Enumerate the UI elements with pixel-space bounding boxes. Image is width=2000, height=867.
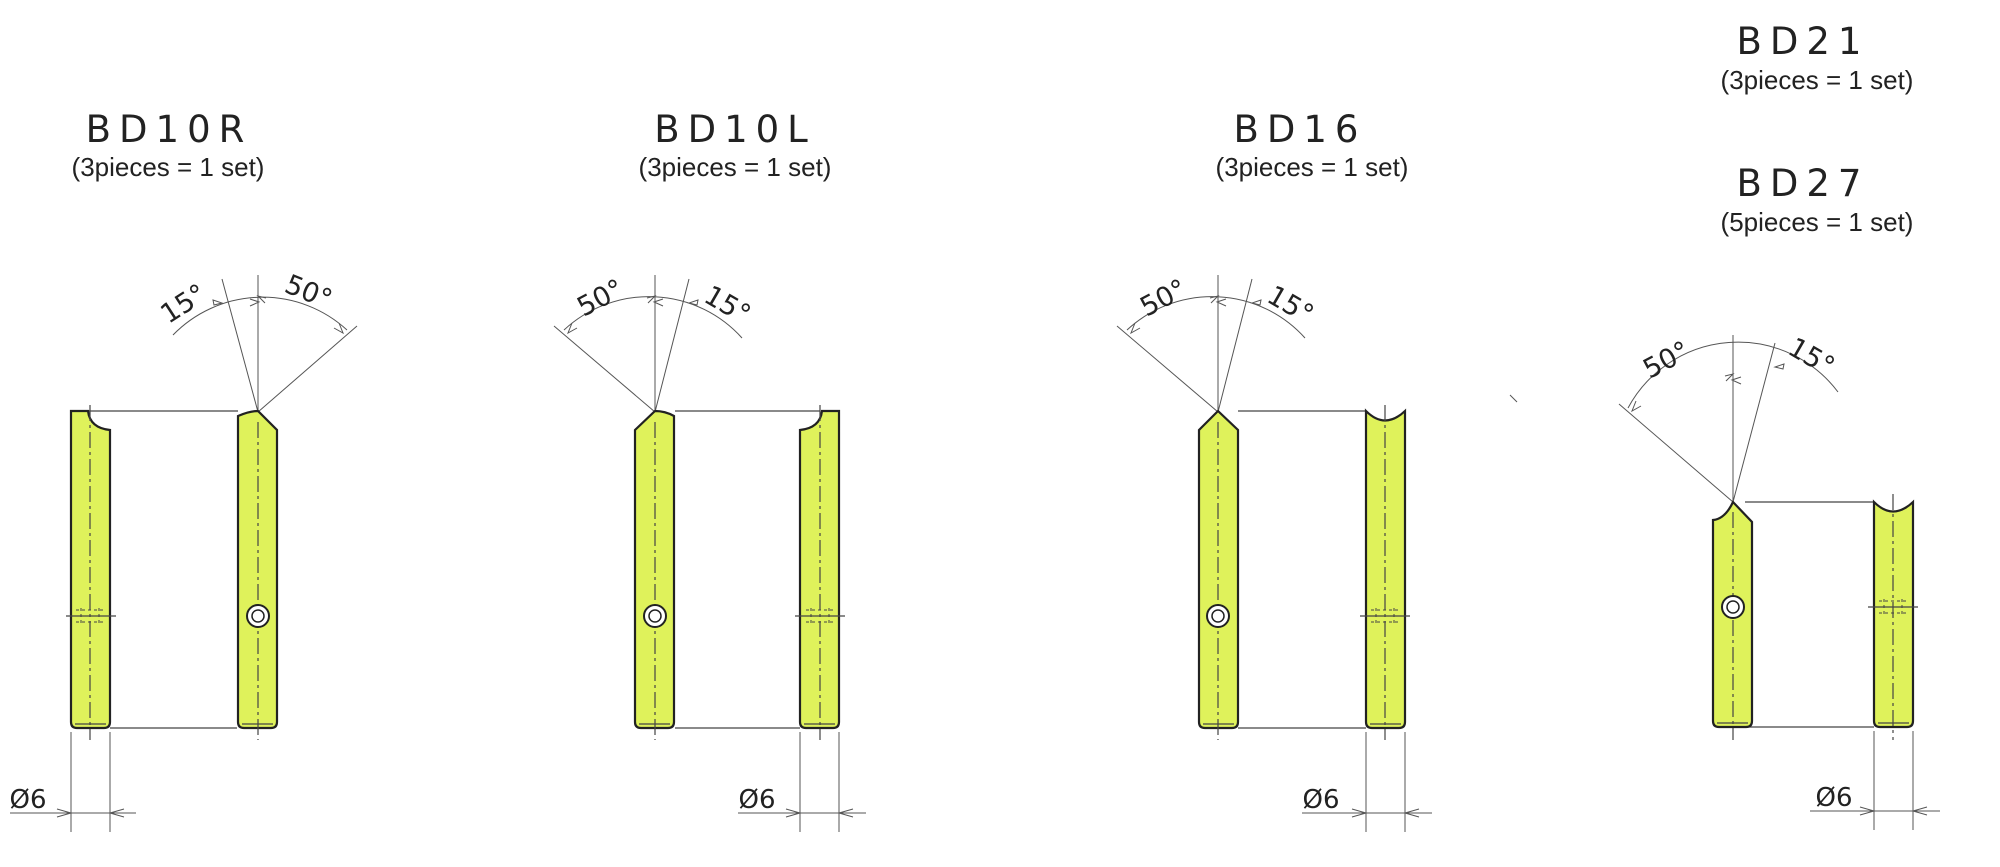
diameter-dimension: Ø6 <box>1302 732 1432 832</box>
angle-label-b: 15° <box>1262 280 1319 331</box>
part-title: BD27 <box>1737 162 1870 205</box>
blade-rod <box>1360 405 1410 740</box>
blade-rod <box>236 409 279 740</box>
diameter-label: Ø6 <box>738 785 775 815</box>
angle-label-b: 15° <box>1783 332 1840 383</box>
blade-rod <box>633 409 676 740</box>
part-title: BD10L <box>654 108 816 151</box>
blade-rod <box>1197 409 1240 740</box>
angle-label-a: 50° <box>572 273 629 323</box>
angle-annotation: 50° 15° <box>1116 273 1319 413</box>
diameter-label: Ø6 <box>9 785 46 815</box>
part-bd21: BD21 (3pieces = 1 set) <box>1721 20 1914 95</box>
part-bd10l: BD10L (3pieces = 1 set) 50° 15° <box>553 108 866 832</box>
angle-annotation: 15° 50° <box>155 269 358 413</box>
part-subtitle: (3pieces = 1 set) <box>1721 65 1914 95</box>
part-title: BD16 <box>1234 108 1367 151</box>
angle-label-b: 15° <box>699 280 756 331</box>
blade-rod <box>1711 500 1754 740</box>
angle-label-b: 50° <box>280 269 336 316</box>
diameter-label: Ø6 <box>1815 783 1852 813</box>
part-subtitle: (3pieces = 1 set) <box>1216 152 1409 182</box>
part-bd16: BD16 (3pieces = 1 set) 50° 15° <box>1116 108 1432 832</box>
diameter-dimension: Ø6 <box>738 732 866 832</box>
blade-rod <box>66 405 116 740</box>
diameter-dimension: Ø6 <box>1810 731 1940 830</box>
part-title: BD21 <box>1737 20 1870 63</box>
blade-rod <box>795 405 845 740</box>
angle-label-a: 50° <box>1135 273 1192 323</box>
diameter-dimension: Ø6 <box>9 732 136 832</box>
angle-annotation: 50° 15° <box>553 273 756 413</box>
part-subtitle: (3pieces = 1 set) <box>639 152 832 182</box>
diameter-label: Ø6 <box>1302 785 1339 815</box>
part-bd27: BD27 (5pieces = 1 set) 50° 15° <box>1509 162 1940 830</box>
angle-label-a: 50° <box>1638 335 1695 385</box>
part-subtitle: (3pieces = 1 set) <box>72 152 265 182</box>
part-bd10r: BD10R (3pieces = 1 set) 15° 50° <box>9 108 358 832</box>
part-title: BD10R <box>86 108 253 151</box>
angle-annotation: 50° 15° <box>1618 332 1840 503</box>
angle-label-a: 15° <box>155 278 212 330</box>
blade-rod <box>1868 494 1918 740</box>
part-subtitle: (5pieces = 1 set) <box>1721 207 1914 237</box>
